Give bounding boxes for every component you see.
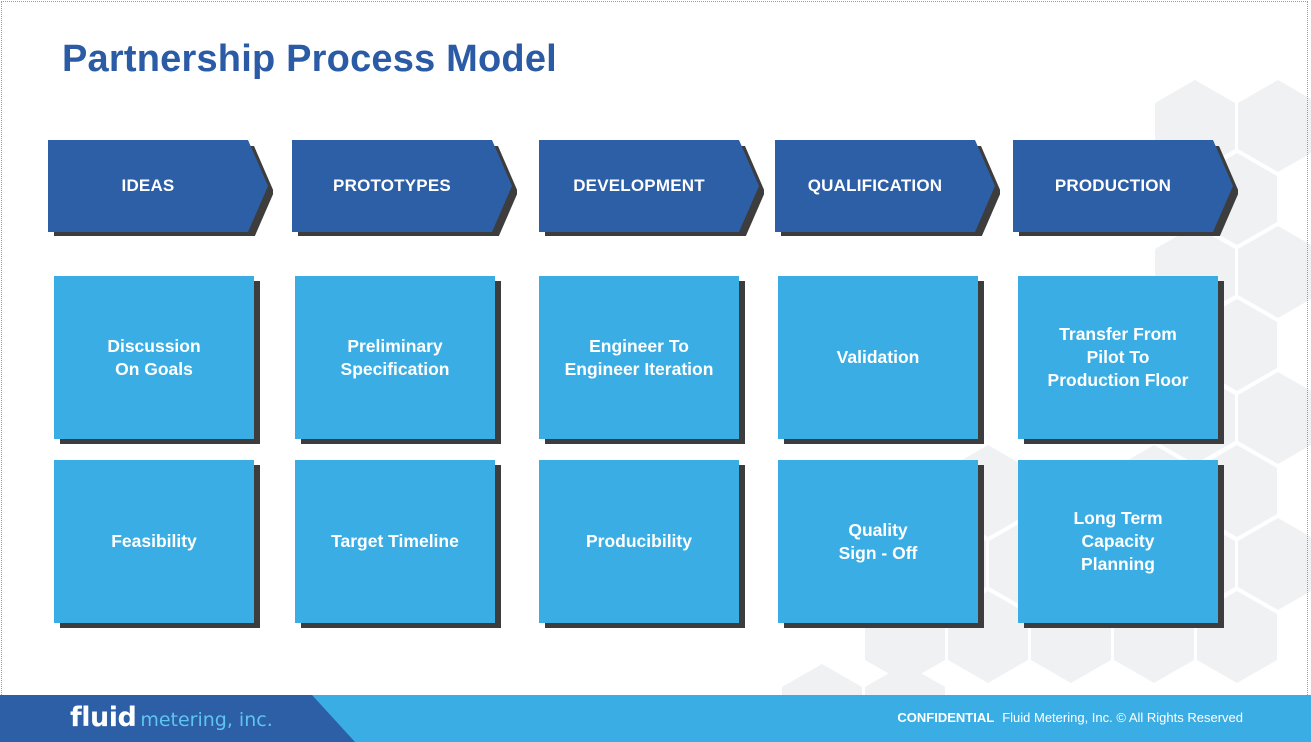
step-box-ideas-2: Feasibility bbox=[54, 460, 254, 623]
step-box-development-2: Producibility bbox=[539, 460, 739, 623]
stage-qualification: QUALIFICATION bbox=[775, 140, 1000, 236]
stage-label: PRODUCTION bbox=[1054, 176, 1172, 195]
step-box-production-2: Long Term Capacity Planning bbox=[1018, 460, 1218, 623]
stage-production: PRODUCTION bbox=[1013, 140, 1238, 236]
stage-label: QUALIFICATION bbox=[807, 176, 943, 195]
step-box-prototypes-2: Target Timeline bbox=[295, 460, 495, 623]
step-box-qualification-1: Validation bbox=[778, 276, 978, 439]
step-box-development-1: Engineer To Engineer Iteration bbox=[539, 276, 739, 439]
step-box-qualification-2: Quality Sign - Off bbox=[778, 460, 978, 623]
chevron-arrow-icon bbox=[48, 140, 273, 236]
stage-label: IDEAS bbox=[121, 176, 175, 195]
step-box-prototypes-1: Preliminary Specification bbox=[295, 276, 495, 439]
stage-ideas: IDEAS bbox=[48, 140, 273, 236]
rights-text: Fluid Metering, Inc. © All Rights Reserv… bbox=[1002, 710, 1243, 725]
step-box-production-1: Transfer From Pilot To Production Floor bbox=[1018, 276, 1218, 439]
stage-development: DEVELOPMENT bbox=[539, 140, 764, 236]
stage-prototypes: PROTOTYPES bbox=[292, 140, 517, 236]
chevron-arrow-icon bbox=[539, 140, 764, 236]
chevron-arrow-icon bbox=[292, 140, 517, 236]
chevron-arrow-icon bbox=[1013, 140, 1238, 236]
confidential-label: CONFIDENTIAL bbox=[897, 710, 995, 725]
chevron-arrow-icon bbox=[775, 140, 1000, 236]
footer-bar bbox=[0, 695, 1311, 742]
logo-main-text: fluid bbox=[70, 702, 137, 733]
stage-label: DEVELOPMENT bbox=[573, 176, 705, 195]
confidential-notice: CONFIDENTIAL Fluid Metering, Inc. © All R… bbox=[897, 710, 1243, 725]
step-box-ideas-1: Discussion On Goals bbox=[54, 276, 254, 439]
logo-sub-text: metering, inc. bbox=[140, 709, 273, 731]
stage-label: PROTOTYPES bbox=[333, 176, 451, 195]
page-title: Partnership Process Model bbox=[62, 38, 557, 80]
